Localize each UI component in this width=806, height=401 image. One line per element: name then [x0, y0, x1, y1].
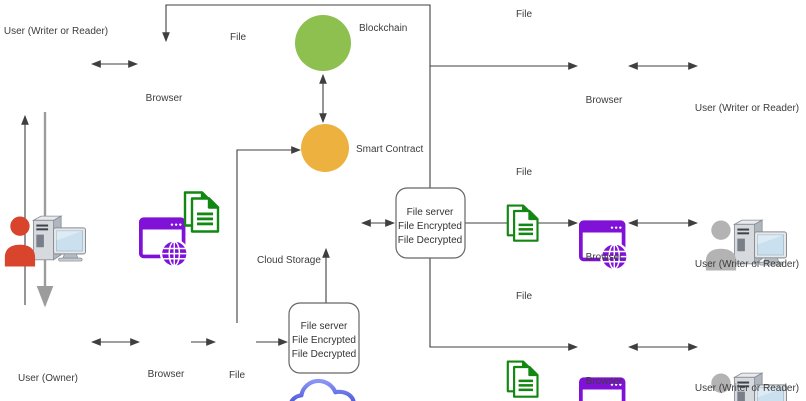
file-server-bottom-line2: File Encrypted [292, 335, 356, 346]
edge-fileserver-mid-to-browser-right-3 [429, 258, 579, 351]
edge-fileserver-mid-to-browser-top-left [162, 4, 431, 188]
smart-contract-circle [301, 124, 349, 172]
smart-contract-label: Smart Contract [356, 144, 423, 155]
node-user-owner: User (Owner) [18, 373, 78, 384]
file-label: File [516, 167, 533, 178]
edges [21, 4, 699, 351]
edge-file-bottom-to-smart-contract [236, 146, 302, 323]
node-smart-contract: Smart Contract [301, 124, 423, 348]
node-browser-top-left: Browser [141, 93, 189, 268]
file-server-bottom-box [288, 302, 360, 374]
right-row-1: File Browser User (Writer or Reader) [508, 9, 799, 271]
file-server-middle-line1: File server [407, 207, 454, 218]
user-computer-icon-red [5, 216, 86, 266]
file-label: File [516, 291, 533, 302]
file-server-bottom-line3: File Decrypted [292, 349, 356, 360]
node-file-server-bottom: File server File Encrypted File Decrypte… [288, 302, 360, 374]
node-file-top-left: File [185, 32, 247, 232]
file-server-middle-line2: File Encrypted [398, 221, 462, 232]
blockchain-circle [295, 15, 351, 71]
node-file-server-middle: File server File Encrypted File Decrypte… [395, 187, 466, 259]
blockchain-label: Blockchain [359, 23, 407, 34]
file-icon [185, 193, 218, 232]
browser-icon [141, 219, 189, 268]
node-browser-bottom: Browser [148, 369, 185, 380]
user-label: User (Writer or Reader) [695, 259, 799, 270]
file-icon [508, 206, 538, 241]
user-label: User (Writer or Reader) [695, 383, 799, 394]
file-server-bottom-line1: File server [301, 321, 348, 332]
browser-icon [581, 222, 629, 271]
file-top-left-label: File [230, 32, 247, 43]
file-server-middle-line3: File Decrypted [398, 235, 462, 246]
file-label: File [516, 9, 533, 20]
browser-label: Browser [586, 252, 623, 263]
browser-label: Browser [586, 376, 623, 387]
browser-label: Browser [586, 95, 623, 106]
cloud-icon [290, 381, 354, 401]
right-row-3: File Browser User (Writer or Reader) [516, 291, 799, 394]
node-user-writer-reader-top: User (Writer or Reader) [4, 26, 108, 267]
user-owner-label: User (Owner) [18, 373, 78, 384]
node-blockchain: Blockchain [295, 15, 407, 238]
file-bottom-label: File [229, 370, 246, 381]
browser-bottom-label: Browser [148, 369, 185, 380]
user-top-label: User (Writer or Reader) [4, 26, 108, 37]
blockchain-icon [307, 206, 339, 238]
right-row-2: File Browser User (Writer or Reader) [508, 167, 799, 401]
user-label: User (Writer or Reader) [695, 103, 799, 114]
node-file-bottom: File [229, 370, 246, 381]
cloud-storage-label: Cloud Storage [257, 255, 321, 266]
file-server-middle-box [395, 187, 466, 259]
browser-top-left-label: Browser [146, 93, 183, 104]
node-cloud-storage: Cloud Storage [257, 255, 354, 401]
file-icon [508, 362, 538, 397]
